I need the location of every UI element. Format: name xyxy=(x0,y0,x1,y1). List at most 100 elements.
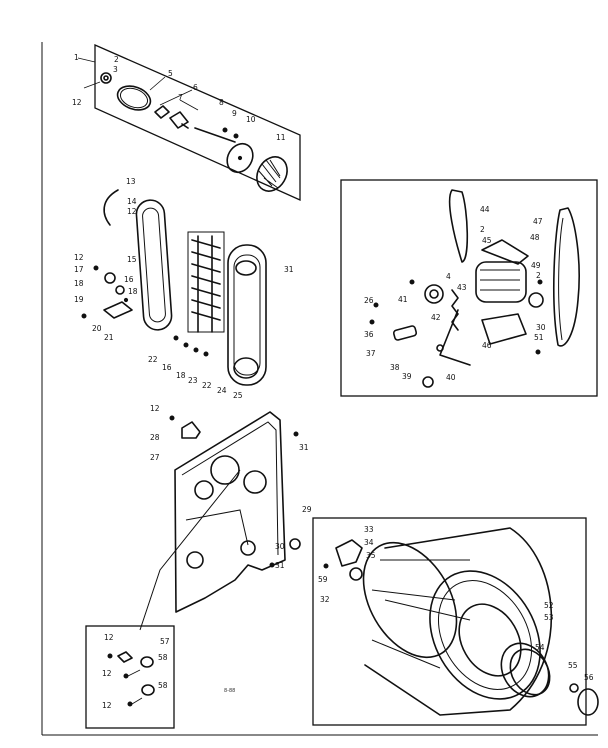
part-idler-belt xyxy=(448,189,469,263)
label-57: 57 xyxy=(160,637,170,646)
label-17: 17 xyxy=(74,265,84,274)
label-4: 4 xyxy=(446,272,451,281)
label-1: 1 xyxy=(74,53,79,62)
label-16: 16 xyxy=(162,363,172,372)
label-18: 18 xyxy=(128,287,138,296)
part-stop-tab xyxy=(181,421,201,439)
part-glide-1 xyxy=(140,656,154,668)
fastener-inset xyxy=(107,651,155,707)
blower-assembly xyxy=(77,44,301,202)
part-rear-bearing xyxy=(289,538,301,550)
label-36: 36 xyxy=(364,330,374,339)
label-23: 23 xyxy=(188,376,198,385)
label-54: 54 xyxy=(535,643,545,652)
label-9: 9 xyxy=(232,109,237,118)
label-12: 12 xyxy=(72,98,82,107)
label-12: 12 xyxy=(127,207,137,216)
label-16: 16 xyxy=(124,275,134,284)
fastener-inset-box xyxy=(85,625,175,729)
label-34: 34 xyxy=(364,538,374,547)
label-38: 38 xyxy=(390,363,400,372)
label-12: 12 xyxy=(104,633,114,642)
page-mark: 8-88 xyxy=(224,688,235,694)
part-bulkhead xyxy=(174,411,286,613)
label-44: 44 xyxy=(480,205,490,214)
motor-belt-assembly xyxy=(369,189,580,388)
label-53: 53 xyxy=(544,613,554,622)
part-clamp xyxy=(154,105,170,119)
part-spindle xyxy=(569,683,579,693)
label-3: 3 xyxy=(113,65,118,74)
label-58: 58 xyxy=(158,681,168,690)
label-2: 2 xyxy=(114,55,119,64)
label-12: 12 xyxy=(150,404,160,413)
label-49: 49 xyxy=(531,261,541,270)
part-blower-wheel xyxy=(256,156,288,192)
label-51: 51 xyxy=(534,333,544,342)
part-motor-bracket xyxy=(481,239,529,265)
label-12: 12 xyxy=(102,701,112,710)
part-bearing-cup xyxy=(349,567,363,581)
label-27: 27 xyxy=(150,453,160,462)
part-heater-coil xyxy=(187,231,225,333)
label-10: 10 xyxy=(246,115,256,124)
label-40: 40 xyxy=(446,373,456,382)
label-45: 45 xyxy=(482,236,492,245)
part-clip xyxy=(117,651,133,663)
part-shaft xyxy=(194,127,236,143)
part-bracket xyxy=(103,301,133,319)
part-motor-pulley xyxy=(528,292,544,308)
part-front-glide xyxy=(577,688,599,716)
part-drum-felt xyxy=(509,648,551,696)
part-drum-body xyxy=(364,527,553,716)
label-25: 25 xyxy=(233,391,243,400)
part-washer xyxy=(103,75,109,81)
label-47: 47 xyxy=(533,217,543,226)
label-22: 22 xyxy=(202,381,212,390)
label-32: 32 xyxy=(320,595,330,604)
part-seal-ring xyxy=(116,85,152,111)
label-22: 22 xyxy=(148,355,158,364)
label-58: 58 xyxy=(158,653,168,662)
label-12: 12 xyxy=(74,253,84,262)
label-7: 7 xyxy=(178,93,183,102)
part-disc xyxy=(226,142,254,174)
label-35: 35 xyxy=(366,551,376,560)
label-30: 30 xyxy=(275,542,285,551)
part-drum-opening xyxy=(458,603,522,677)
part-switch xyxy=(392,325,418,341)
part-lint-wire xyxy=(103,189,119,226)
part-motor xyxy=(475,261,527,303)
blower-group-outline xyxy=(94,44,301,202)
label-14: 14 xyxy=(127,197,137,206)
label-29: 29 xyxy=(302,505,312,514)
label-31: 31 xyxy=(299,443,309,452)
label-18: 18 xyxy=(74,279,84,288)
front-bulkhead-assembly xyxy=(139,411,301,631)
part-drive-belt xyxy=(553,207,580,347)
part-spring xyxy=(451,289,459,331)
part-heater-duct xyxy=(227,244,267,386)
drum-group-box xyxy=(312,517,587,726)
label-55: 55 xyxy=(568,661,578,670)
label-41: 41 xyxy=(398,295,408,304)
label-24: 24 xyxy=(217,386,227,395)
label-33: 33 xyxy=(364,525,374,534)
part-bearing-bracket xyxy=(335,539,363,567)
label-2: 2 xyxy=(480,225,485,234)
label-26: 26 xyxy=(364,296,374,305)
label-18: 18 xyxy=(176,371,186,380)
label-21: 21 xyxy=(104,333,114,342)
label-11: 11 xyxy=(276,133,286,142)
label-59: 59 xyxy=(318,575,328,584)
label-5: 5 xyxy=(168,69,173,78)
label-15: 15 xyxy=(127,255,137,264)
heater-duct-assembly xyxy=(81,189,267,386)
label-43: 43 xyxy=(457,283,467,292)
part-gasket xyxy=(135,199,173,331)
label-42: 42 xyxy=(431,313,441,322)
part-bushing xyxy=(169,111,189,129)
part-pulley xyxy=(424,284,444,304)
label-48: 48 xyxy=(530,233,540,242)
